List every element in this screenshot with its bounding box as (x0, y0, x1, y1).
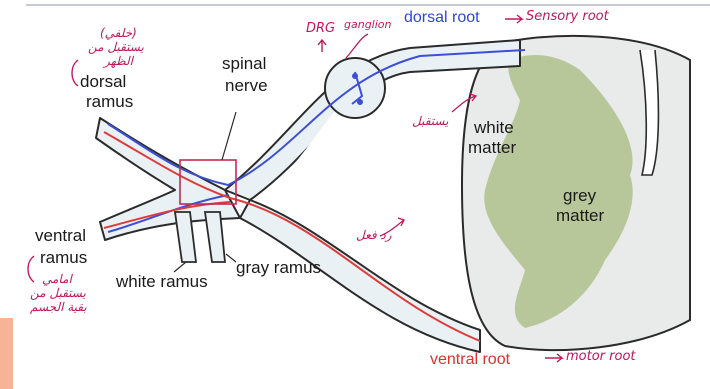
label-ventral-root: ventral root (430, 350, 510, 370)
sensory-root-arrow (505, 15, 522, 23)
note-ventral-ramus-line3: بقية الجسم (30, 300, 87, 314)
label-dorsal-root: dorsal root (404, 8, 480, 28)
note-motor-root: motor root (566, 350, 636, 364)
motor-root-arrow (545, 354, 562, 362)
drg-arrow (318, 40, 326, 52)
note-ventral-root: رد فعل (356, 228, 392, 242)
ganglion-soma-bottom (357, 99, 363, 105)
note-ventral-ramus-line1: امامي (42, 272, 72, 286)
white-ramus-leader (174, 262, 186, 272)
label-white-matter-line2: matter (468, 138, 516, 158)
ganglion-arrow (346, 34, 368, 58)
note-dorsal-ramus-line3: الظهر (104, 54, 133, 68)
label-ventral-ramus-line1: ventral (35, 226, 86, 246)
gray-ramus-leader (226, 254, 236, 262)
note-sensory-root: Sensory root (526, 10, 609, 24)
note-dorsal-ramus-line2: يستقبل من (88, 40, 144, 54)
label-white-ramus: white ramus (116, 272, 208, 292)
spinal-nerve-leader (222, 112, 236, 160)
label-white-matter-line1: white (474, 118, 514, 138)
label-spinal-nerve-line2: nerve (225, 76, 268, 96)
label-dorsal-ramus-line2: ramus (86, 92, 133, 112)
ventral-ramus-bracket (28, 256, 34, 282)
note-ganglion: ganglion (344, 18, 392, 32)
note-ventral-ramus-line2: يستقبل من (30, 286, 86, 300)
note-dorsal-ramus-line1: (خلفي) (100, 26, 137, 40)
label-dorsal-ramus-line1: dorsal (80, 72, 126, 92)
label-grey-matter-line2: matter (556, 206, 604, 226)
dorsal-ramus-bracket (72, 60, 78, 86)
note-drg: DRG (306, 22, 335, 36)
label-ventral-ramus-line2: ramus (40, 248, 87, 268)
ganglion-soma-top (352, 73, 358, 79)
label-spinal-nerve-line1: spinal (222, 54, 266, 74)
label-gray-ramus: gray ramus (236, 258, 321, 278)
note-dorsal-root: يستقبل (412, 114, 448, 128)
dorsal-root-ganglion (325, 58, 385, 118)
label-grey-matter-line1: grey (563, 186, 596, 206)
